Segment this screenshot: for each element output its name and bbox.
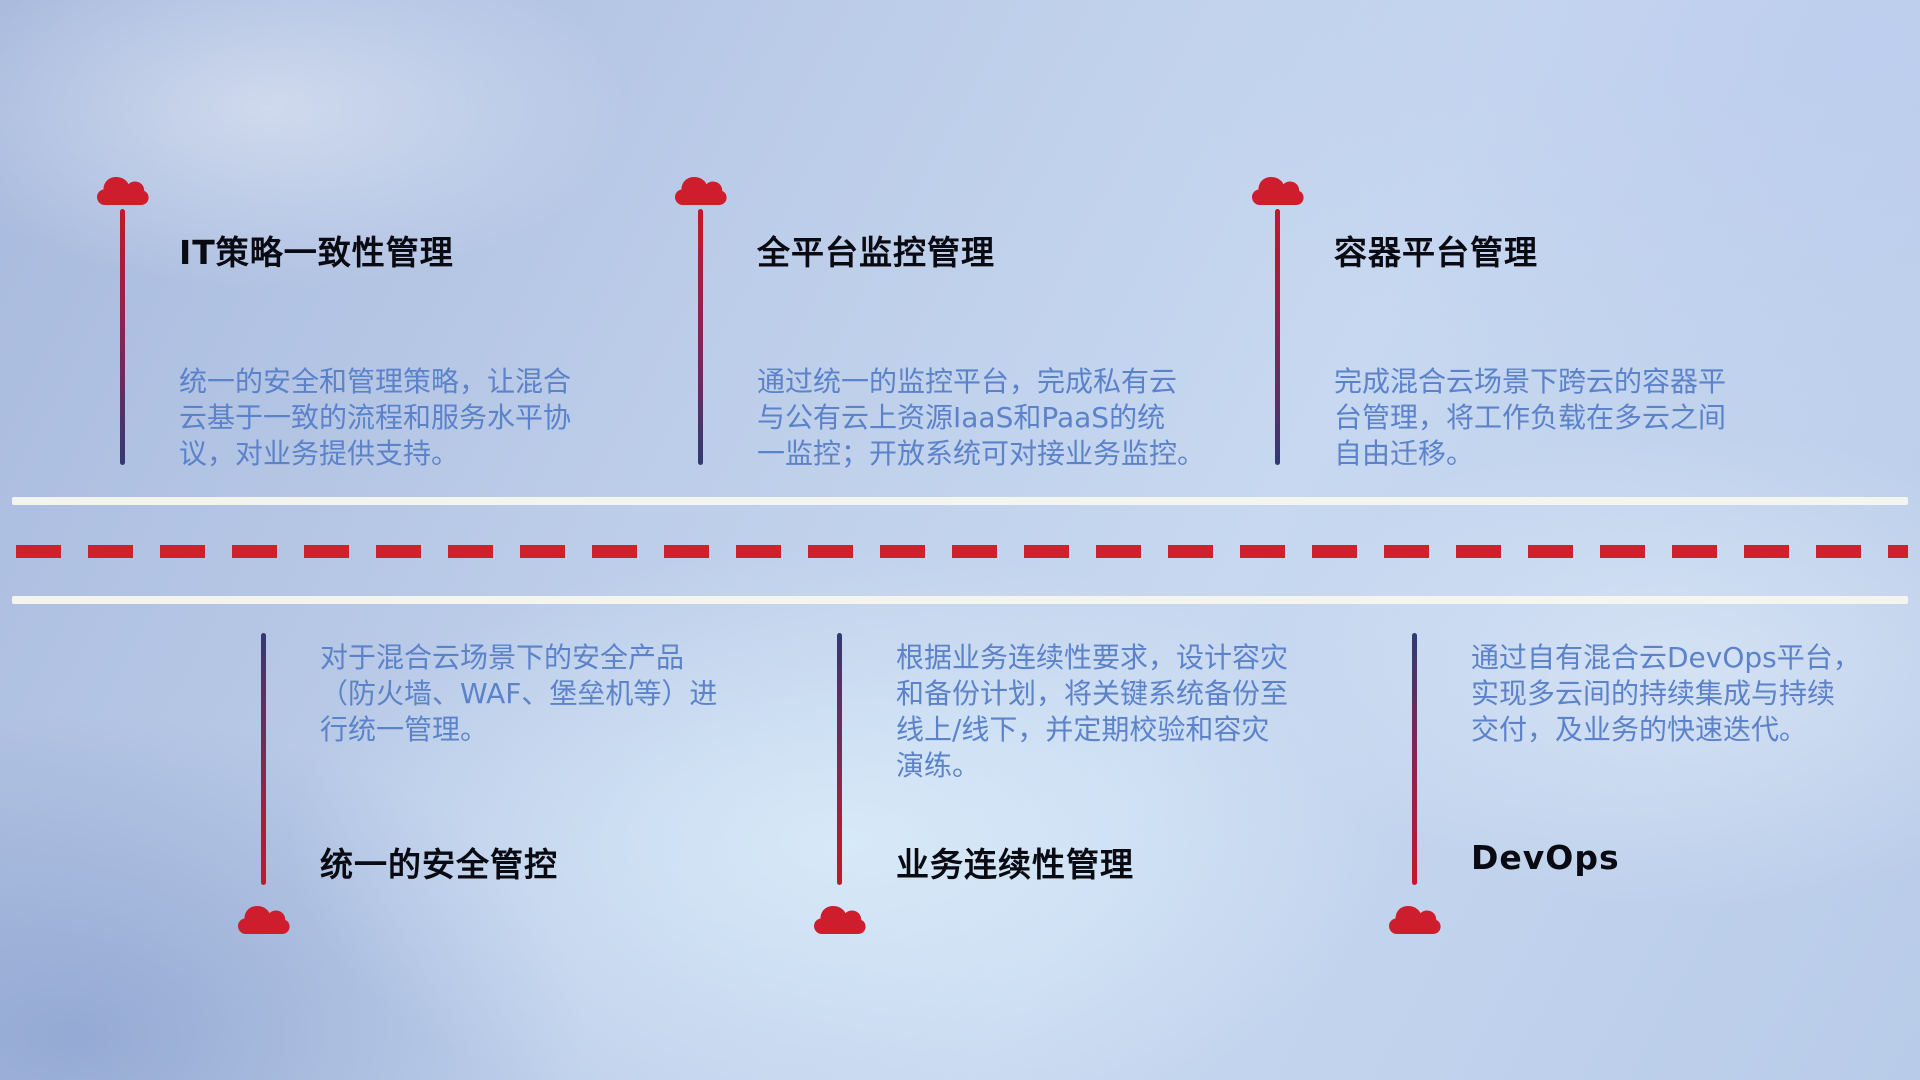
connector-line (836, 633, 842, 885)
item-title: 统一的安全管控 (320, 845, 558, 884)
item-title: DevOps (1471, 838, 1620, 877)
item-container-platform: 容器平台管理 完成混合云场景下跨云的容器平 台管理，将工作负载在多云之间 自由迁… (1250, 169, 1810, 499)
connector-line (697, 209, 703, 465)
item-description: 根据业务连续性要求，设计容灾 和备份计划，将关键系统备份至 线上/线下，并定期校… (896, 641, 1289, 782)
connector-line (1274, 209, 1280, 465)
item-business-continuity: 根据业务连续性要求，设计容灾 和备份计划，将关键系统备份至 线上/线下，并定期校… (812, 633, 1372, 953)
item-devops: 通过自有混合云DevOps平台， 实现多云间的持续集成与持续 交付，及业务的快速… (1387, 633, 1920, 953)
road-dash-divider (16, 545, 1908, 558)
connector-line (119, 209, 125, 465)
cloud-icon (95, 169, 149, 209)
item-title: 业务连续性管理 (896, 845, 1134, 884)
item-description: 完成混合云场景下跨云的容器平 台管理，将工作负载在多云之间 自由迁移。 (1334, 365, 1727, 470)
item-description: 对于混合云场景下的安全产品 （防火墙、WAF、堡垒机等）进 行统一管理。 (320, 641, 718, 746)
item-description: 统一的安全和管理策略，让混合 云基于一致的流程和服务水平协 议，对业务提供支持。 (179, 365, 572, 470)
road-line-bottom (12, 596, 1908, 604)
item-description: 通过自有混合云DevOps平台， 实现多云间的持续集成与持续 交付，及业务的快速… (1471, 641, 1861, 746)
connector-line (260, 633, 266, 885)
cloud-icon (1387, 898, 1441, 938)
item-unified-security-control: 对于混合云场景下的安全产品 （防火墙、WAF、堡垒机等）进 行统一管理。 统一的… (236, 633, 796, 953)
item-platform-monitoring: 全平台监控管理 通过统一的监控平台，完成私有云 与公有云上资源IaaS和PaaS… (673, 169, 1233, 499)
connector-line (1411, 633, 1417, 885)
road-line-top (12, 497, 1908, 505)
item-title: IT策略一致性管理 (179, 233, 454, 272)
cloud-icon (236, 898, 290, 938)
item-title: 容器平台管理 (1334, 233, 1538, 272)
cloud-icon (673, 169, 727, 209)
cloud-icon (1250, 169, 1304, 209)
item-it-policy-management: IT策略一致性管理 统一的安全和管理策略，让混合 云基于一致的流程和服务水平协 … (95, 169, 655, 499)
item-title: 全平台监控管理 (757, 233, 995, 272)
cloud-icon (812, 898, 866, 938)
item-description: 通过统一的监控平台，完成私有云 与公有云上资源IaaS和PaaS的统 一监控；开… (757, 365, 1206, 470)
